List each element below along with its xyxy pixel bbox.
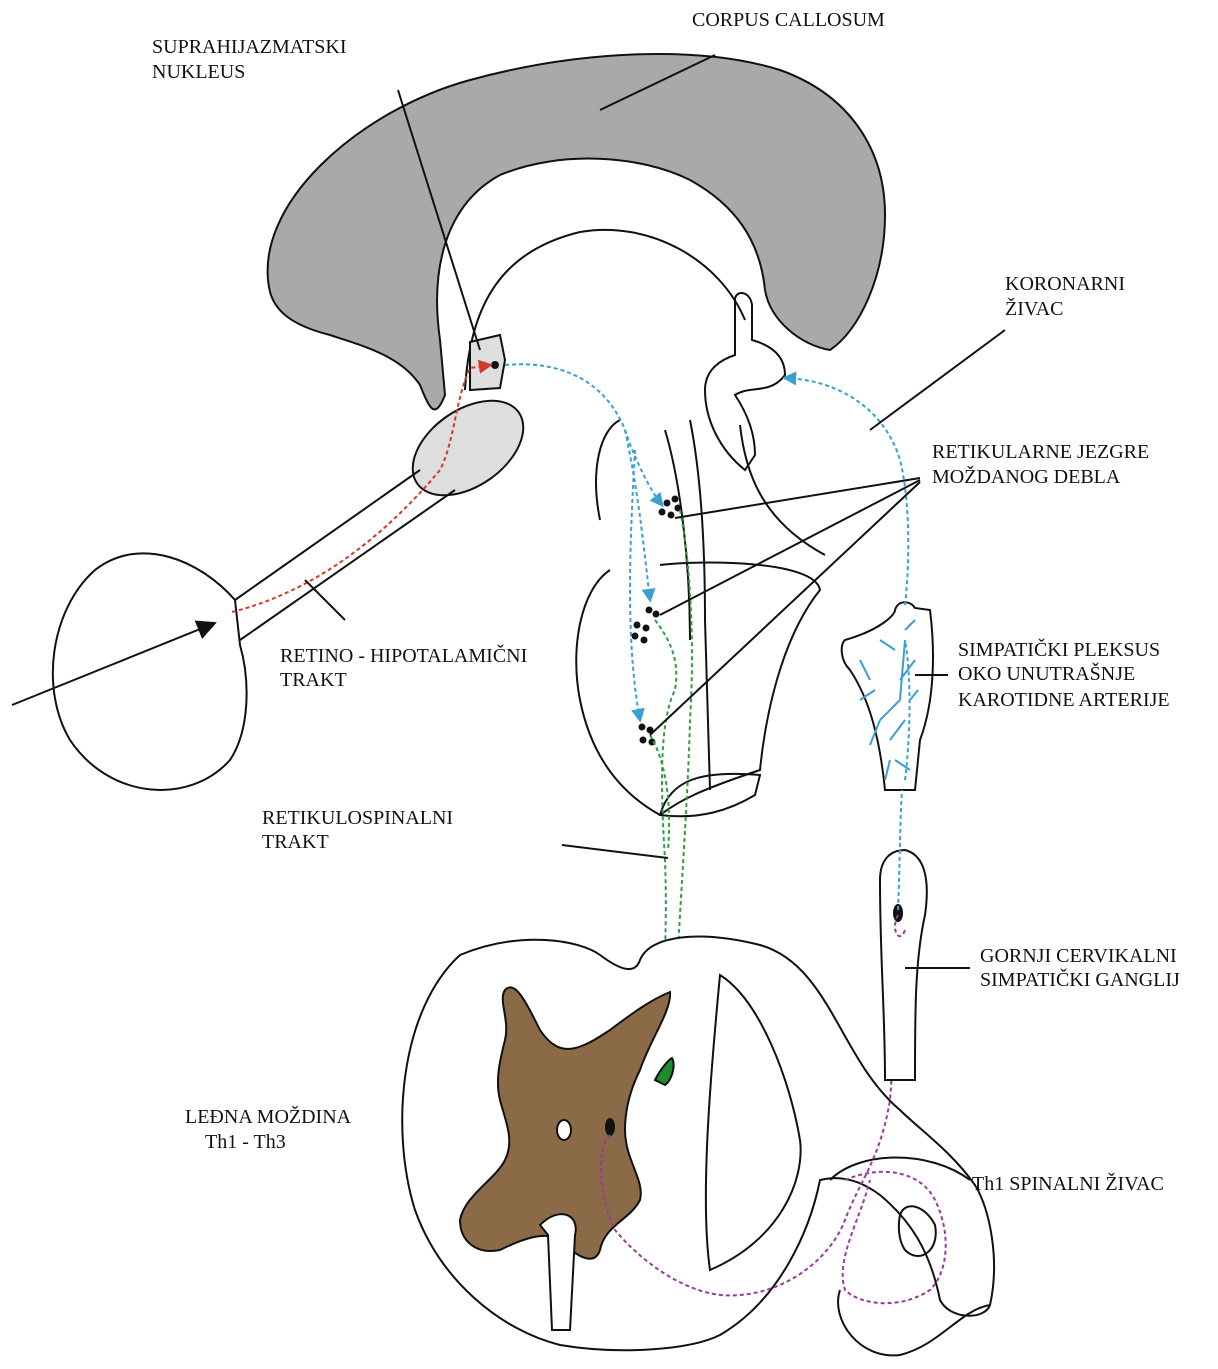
- suprachiasmatic-nucleus: [470, 335, 505, 390]
- label-coronary-2: ŽIVAC: [1005, 297, 1064, 321]
- label-suprachiasmatic-1: SUPRAHIJAZMATSKI: [152, 35, 346, 59]
- corpus-callosum-shape: [268, 54, 885, 409]
- label-ganglion-2: SIMPATIČKI GANGLIJ: [980, 968, 1180, 992]
- label-reticular-1: RETIKULARNE JEZGRE: [932, 440, 1149, 464]
- label-reticulospinal-2: TRAKT: [262, 830, 329, 854]
- label-ganglion-1: GORNJI CERVIKALNI: [980, 944, 1177, 968]
- optic-nerve: [235, 470, 455, 640]
- brainstem-column-left: [665, 430, 690, 640]
- reticular-nuclei-group-2: [632, 607, 660, 644]
- carotid-plexus: [842, 602, 933, 790]
- label-coronary-1: KORONARNI: [1005, 272, 1125, 296]
- superior-cervical-ganglion: [880, 850, 927, 1080]
- label-reticular-2: MOŽDANOG DEBLA: [932, 465, 1120, 489]
- leader-retino: [305, 580, 345, 620]
- preganglionic-cell-body: [605, 1118, 615, 1136]
- brainstem-column-right: [690, 420, 710, 790]
- brainstem-outline: [465, 230, 745, 390]
- scn-descending-branch-2: [625, 430, 650, 600]
- reticulospinal-pathway-c: [650, 735, 669, 850]
- leader-reticulospinal: [562, 845, 668, 858]
- scn-descending-pathway: [505, 364, 662, 505]
- label-suprachiasmatic-2: NUKLEUS: [152, 60, 245, 84]
- eye-outline: [53, 553, 247, 790]
- leader-coronary: [870, 330, 1005, 430]
- reticular-nuclei-group-1: [659, 496, 682, 519]
- label-spinal-cord-2: Th1 - Th3: [205, 1130, 286, 1154]
- label-corpus-callosum: CORPUS CALLOSUM: [692, 8, 885, 32]
- optic-chiasm: [395, 381, 540, 514]
- label-plexus-2: OKO UNUTRAŠNJE: [958, 662, 1135, 686]
- label-plexus-1: SIMPATIČKI PLEKSUS: [958, 638, 1160, 662]
- scn-neuron: [491, 361, 499, 369]
- scn-descending-branch-3: [630, 450, 640, 720]
- label-retino-2: TRAKT: [280, 668, 347, 692]
- leader-reticular-2: [660, 480, 920, 615]
- label-spinal-cord-1: LEĐNA MOŽDINA: [185, 1105, 351, 1129]
- label-retino-1: RETINO - HIPOTALAMIČNI: [280, 644, 527, 668]
- brainstem-inner: [596, 420, 620, 520]
- central-canal: [557, 1120, 571, 1140]
- label-spinal-nerve: Th1 SPINALNI ŽIVAC: [972, 1172, 1164, 1196]
- label-plexus-3: KAROTIDNE ARTERIJE: [958, 688, 1170, 712]
- label-reticulospinal-1: RETIKULOSPINALNI: [262, 806, 453, 830]
